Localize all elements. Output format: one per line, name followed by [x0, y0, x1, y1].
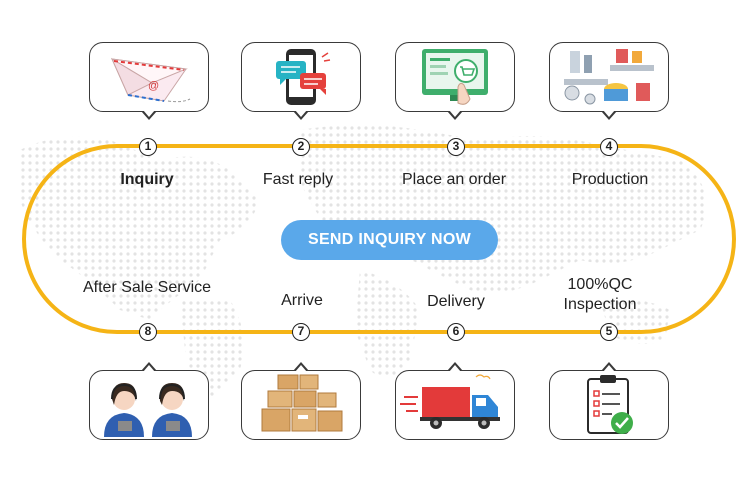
step-number-5: 5 — [600, 323, 618, 341]
step-1-icon-bubble: @ — [89, 42, 209, 120]
step-number-6: 6 — [447, 323, 465, 341]
step-number-3: 3 — [447, 138, 465, 156]
step-label-inquiry: Inquiry — [120, 171, 174, 188]
step-3-icon-bubble — [395, 42, 515, 120]
smartphone-chat-icon — [276, 49, 331, 105]
step-2-icon-bubble — [241, 42, 361, 120]
step-label-place-order: Place an order — [401, 171, 507, 188]
step-label-delivery: Delivery — [427, 293, 485, 310]
step-8-icon-bubble — [89, 362, 209, 440]
step-label-fast-reply: Fast reply — [262, 171, 334, 188]
step-label-after-sale-service: After Sale Service — [82, 279, 212, 296]
clipboard-check-icon — [587, 375, 633, 434]
step-label-arrive: Arrive — [281, 292, 323, 309]
step-6-icon-bubble — [395, 362, 515, 440]
step-7-icon-bubble — [241, 362, 361, 440]
delivery-truck-icon — [400, 374, 500, 429]
step-number-4: 4 — [600, 138, 618, 156]
factory-line-icon — [564, 49, 654, 105]
step-number-2: 2 — [292, 138, 310, 156]
step-label-qc-inspection: 100%QC Inspection — [563, 276, 637, 313]
step-5-icon-bubble — [549, 362, 669, 440]
step-4-icon-bubble — [549, 42, 669, 120]
step-number-1: 1 — [139, 138, 157, 156]
support-agents-icon — [104, 383, 192, 437]
step-number-8: 8 — [139, 323, 157, 341]
svg-text:@: @ — [148, 80, 159, 92]
step-label-production: Production — [571, 171, 649, 188]
send-inquiry-button[interactable]: SEND INQUIRY NOW — [281, 220, 498, 260]
step-number-7: 7 — [292, 323, 310, 341]
monitor-cart-icon — [422, 49, 488, 105]
cardboard-boxes-icon — [261, 374, 343, 432]
envelope-icon: @ — [110, 57, 191, 103]
